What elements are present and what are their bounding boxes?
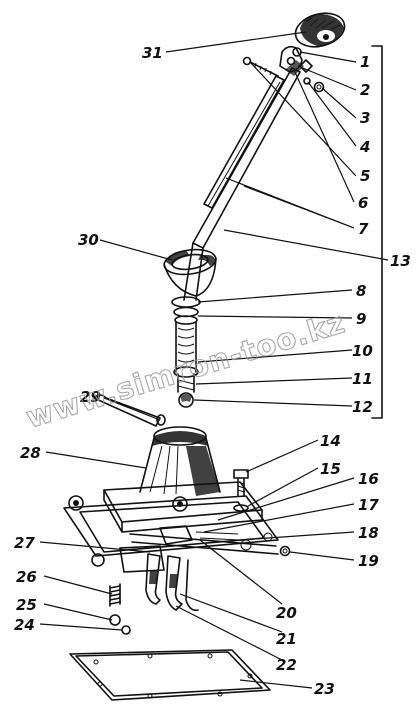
part-labels: 31 1 2 3 4 5 6 7 13 30 8 9 10 11 12 29 2…	[14, 44, 411, 698]
label-17: 17	[358, 496, 379, 514]
label-19: 19	[358, 552, 379, 570]
label-7: 7	[358, 220, 369, 238]
label-30: 30	[78, 231, 99, 249]
label-24: 24	[14, 616, 35, 634]
label-18: 18	[358, 524, 379, 542]
pin	[93, 394, 166, 427]
label-11: 11	[352, 370, 373, 388]
label-20: 20	[276, 604, 297, 622]
assembly-bracket	[371, 45, 383, 419]
label-21: 21	[276, 630, 297, 648]
label-1: 1	[360, 53, 370, 71]
lever-lower-assembly	[171, 296, 201, 408]
label-12: 12	[352, 398, 373, 416]
label-2: 2	[360, 81, 370, 99]
label-28: 28	[20, 444, 41, 462]
label-22: 22	[276, 656, 297, 674]
label-25: 25	[16, 596, 37, 614]
shift-knob	[294, 12, 346, 48]
label-23: 23	[314, 680, 335, 698]
shift-forks	[145, 553, 199, 612]
shift-lever	[183, 60, 304, 301]
label-29: 29	[80, 388, 101, 406]
bolt-washer	[233, 469, 249, 512]
label-27: 27	[14, 534, 35, 552]
label-8: 8	[356, 282, 366, 300]
label-13: 13	[390, 252, 411, 270]
part-drawings	[63, 12, 383, 701]
label-9: 9	[356, 310, 366, 328]
bottom-gasket	[69, 649, 271, 701]
screw	[242, 56, 279, 77]
rubber-boot	[163, 248, 217, 297]
label-6: 6	[358, 194, 368, 212]
label-10: 10	[352, 342, 373, 360]
label-16: 16	[358, 470, 379, 488]
leader-lines	[39, 31, 389, 689]
housing-cover	[103, 426, 263, 533]
label-5: 5	[360, 167, 370, 185]
shift-rail-parts	[119, 525, 291, 573]
label-14: 14	[320, 432, 341, 450]
label-4: 4	[359, 138, 370, 156]
label-26: 26	[16, 568, 37, 586]
label-3: 3	[360, 109, 370, 127]
detent-parts	[109, 583, 131, 635]
label-15: 15	[320, 460, 341, 478]
label-31: 31	[142, 44, 163, 62]
